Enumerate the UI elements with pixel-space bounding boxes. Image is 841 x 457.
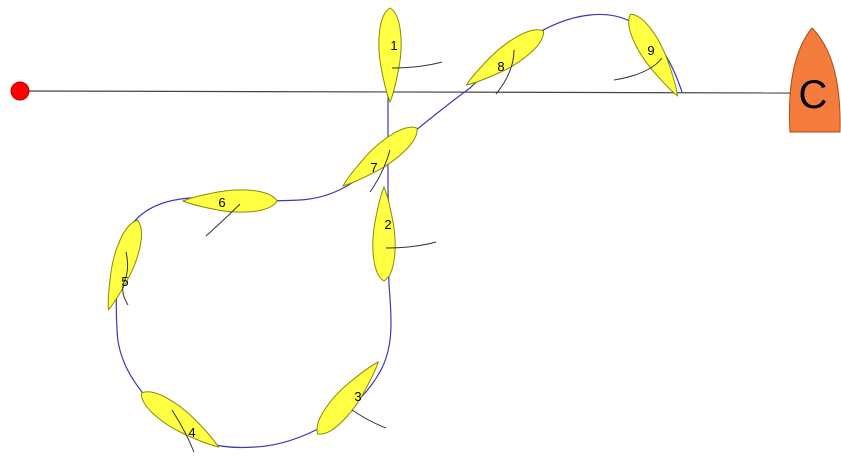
boat-hull <box>372 185 396 282</box>
boat-number: 7 <box>370 160 377 175</box>
sail-boom <box>351 409 387 429</box>
boat-number: 9 <box>647 43 654 58</box>
sail-boom <box>613 57 663 81</box>
sail-boom <box>495 49 515 95</box>
boat-track <box>115 13 683 449</box>
sail-boom <box>171 409 195 453</box>
start-line <box>19 90 791 94</box>
committee-boat-hull <box>789 27 841 133</box>
boat-number: 4 <box>188 425 195 440</box>
sail-boom <box>122 251 129 306</box>
boat-hull <box>107 219 142 311</box>
sail-boom <box>369 149 391 193</box>
boat-number: 2 <box>384 217 391 232</box>
sail-boom <box>385 241 437 249</box>
boat-hull <box>628 13 679 97</box>
boat-1 <box>378 7 402 104</box>
boat-3 <box>316 361 380 435</box>
red-circle-mark <box>10 81 30 101</box>
committee-boat: C <box>789 27 841 133</box>
boat-8 <box>465 29 545 86</box>
boat-9 <box>628 13 679 97</box>
boat-7 <box>341 126 418 187</box>
boat-hull <box>378 7 402 104</box>
boat-2 <box>372 185 396 282</box>
boat-hull <box>341 126 418 187</box>
boat-number: 6 <box>218 195 225 210</box>
boat-number: 8 <box>497 59 504 74</box>
boat-number: 3 <box>354 389 361 404</box>
boat-hull <box>465 29 545 86</box>
boat-6 <box>181 189 278 213</box>
boat-number: 1 <box>390 38 397 53</box>
boat-hull <box>140 391 220 448</box>
boat-hull <box>316 361 380 435</box>
boat-number: 5 <box>121 274 128 289</box>
boat-hull <box>181 189 278 213</box>
sail-boom <box>205 203 241 237</box>
sail-boom <box>391 61 443 69</box>
committee-boat-letter: C <box>799 73 828 117</box>
boat-5 <box>107 219 142 311</box>
boat-4 <box>140 391 220 448</box>
